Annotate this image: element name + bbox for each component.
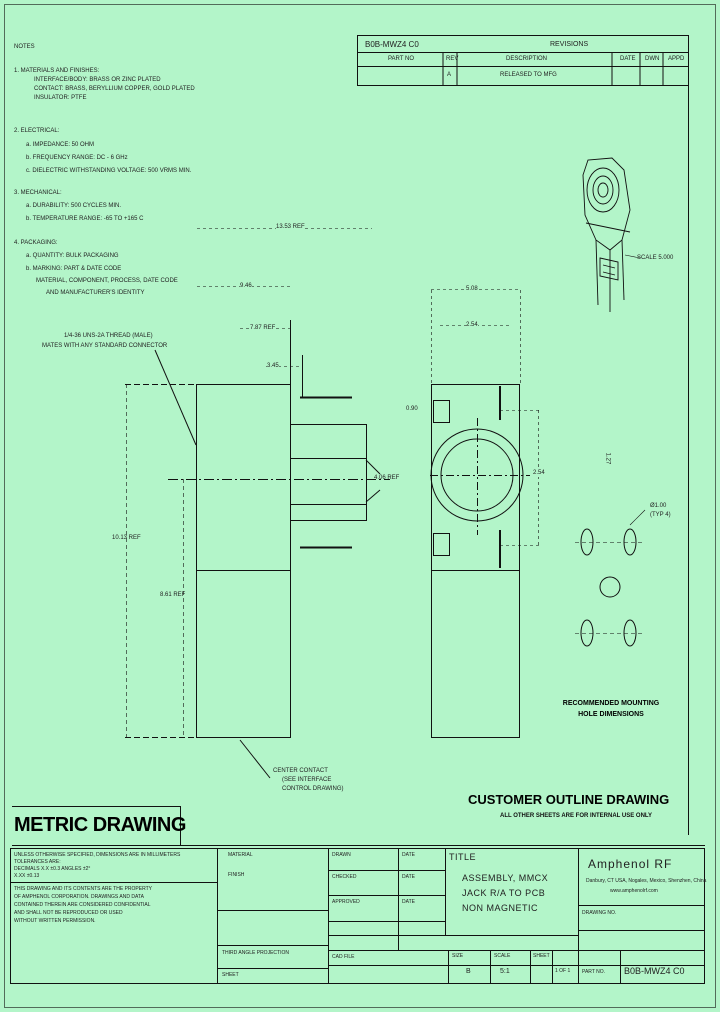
note-1-line: CONTACT: BRASS, BERYLLIUM COPPER, GOLD P… <box>34 86 195 92</box>
dim-hole-spacing: 1.27 <box>604 452 611 465</box>
part-no-value: B0B-MWZ4 C0 <box>624 966 685 976</box>
title-label: TITLE <box>449 852 477 862</box>
material-label: MATERIAL <box>228 852 253 858</box>
scale-label: SCALE <box>494 953 511 959</box>
tolerance-line: UNLESS OTHERWISE SPECIFIED, DIMENSIONS A… <box>14 852 181 858</box>
metric-drawing-label: METRIC DRAWING <box>14 814 186 836</box>
dim-front-inner: 2.54 <box>466 322 478 329</box>
revision-col-appd: APPD <box>668 56 685 62</box>
dim-body-height: 10.13 REF <box>112 535 141 541</box>
tolerance-line: TOLERANCES ARE: <box>14 859 61 865</box>
checked-label: CHECKED <box>332 874 357 880</box>
cad-file-label: CAD FILE <box>332 954 355 960</box>
note-4-heading: 4. PACKAGING: <box>14 240 58 246</box>
drawn-label: DRAWN <box>332 852 351 858</box>
revision-col-part: PART NO <box>388 56 415 62</box>
note-1-line: INTERFACE/BODY: BRASS OR ZINC PLATED <box>34 77 161 83</box>
note-4-line: AND MANUFACTURER'S IDENTITY <box>46 290 145 296</box>
title-line-2: JACK R/A TO PCB <box>462 888 546 898</box>
tolerance-line: X.XX ±0.13 <box>14 873 40 879</box>
thread-callout-2: MATES WITH ANY STANDARD CONNECTOR <box>42 343 168 349</box>
size-label: SIZE <box>452 953 464 959</box>
dim-center-height: 8.61 REF <box>160 592 186 598</box>
contact-callout-1: CENTER CONTACT <box>273 768 328 774</box>
part-no-label: PART NO. <box>582 969 606 975</box>
note-2-line: b. FREQUENCY RANGE: DC - 6 GHz <box>26 155 128 161</box>
dim-barrel-diameter: 4.06 REF <box>374 475 400 481</box>
recommended-line-2: HOLE DIMENSIONS <box>578 711 644 718</box>
recommended-line-1: RECOMMENDED MOUNTING <box>562 700 660 707</box>
revision-row-rev: A <box>447 72 452 78</box>
title-line-1: ASSEMBLY, MMCX <box>462 873 549 883</box>
customer-outline-title: CUSTOMER OUTLINE DRAWING <box>468 792 670 807</box>
proprietary-line: CONTAINED THEREIN ARE CONSIDERED CONFIDE… <box>14 902 151 908</box>
revision-col-date: DATE <box>620 56 636 62</box>
approved-label: APPROVED <box>332 899 360 905</box>
hole-quantity: (TYP 4) <box>650 512 671 518</box>
proprietary-line: OF AMPHENOL CORPORATION. DRAWINGS AND DA… <box>14 894 144 900</box>
drawing-no-label: DRAWING NO. <box>582 910 617 916</box>
note-4-line: MATERIAL, COMPONENT, PROCESS, DATE CODE <box>36 278 178 284</box>
customer-outline-subtitle: ALL OTHER SHEETS ARE FOR INTERNAL USE ON… <box>500 813 653 819</box>
contact-callout-2: (SEE INTERFACE <box>282 777 332 783</box>
note-3-line: a. DURABILITY: 500 CYCLES MIN. <box>26 203 122 209</box>
proprietary-line: AND SHALL NOT BE REPRODUCED OR USED <box>14 910 123 916</box>
note-3-heading: 3. MECHANICAL: <box>14 190 62 196</box>
company-url: www.amphenolrf.com <box>610 888 658 894</box>
revision-col-description: DESCRIPTION <box>506 56 548 62</box>
thread-callout-1: 1/4-36 UNS-2A THREAD (MALE) <box>64 333 153 339</box>
dim-front-width: 5.08 <box>466 286 478 293</box>
tolerance-line: DECIMALS X.X ±0.3 ANGLES ±2° <box>14 866 91 872</box>
note-2-heading: 2. ELECTRICAL: <box>14 128 60 134</box>
proprietary-line: WITHOUT WRITTEN PERMISSION. <box>14 918 96 924</box>
third-angle-label: THIRD ANGLE PROJECTION <box>222 950 289 956</box>
notes-title: NOTES <box>14 44 35 50</box>
note-1-heading: 1. MATERIALS AND FINISHES: <box>14 68 100 74</box>
note-4-line: b. MARKING: PART & DATE CODE <box>26 266 122 272</box>
date-label: DATE <box>402 852 415 858</box>
date-label: DATE <box>402 899 415 905</box>
revision-header: REVISIONS <box>550 41 589 48</box>
note-2-line: a. IMPEDANCE: 50 OHM <box>26 142 95 148</box>
dim-thread-offset: 7.87 REF <box>250 325 276 332</box>
dim-pin-spacing: 2.54 <box>533 470 545 477</box>
scale-value: 5:1 <box>500 968 510 975</box>
sheet-ref-label: SHEET <box>222 972 239 978</box>
company-address: Danbury, CT USA, Nogales, Mexico, Shenzh… <box>586 878 707 884</box>
note-2-line: c. DIELECTRIC WITHSTANDING VOLTAGE: 500 … <box>26 168 192 174</box>
dim-pin-height: 0.90 <box>406 406 418 412</box>
revision-part-number: B0B-MWZ4 C0 <box>365 40 419 49</box>
sheet-value: 1 OF 1 <box>555 968 571 974</box>
company-logo-text: Amphenol RF <box>588 857 673 871</box>
date-label: DATE <box>402 874 415 880</box>
revision-col-dwn: DWN <box>645 56 660 62</box>
hole-diameter: Ø1.00 <box>650 503 667 509</box>
size-value: B <box>466 968 471 975</box>
proprietary-line: THIS DRAWING AND ITS CONTENTS ARE THE PR… <box>14 886 152 892</box>
note-1-line: INSULATOR: PTFE <box>34 95 87 101</box>
dim-body-to-face: 9.46 <box>240 283 252 290</box>
dim-overall-length: 13.53 REF <box>276 224 305 231</box>
title-line-3: NON MAGNETIC <box>462 903 539 913</box>
iso-scale: SCALE 5.000 <box>637 255 674 261</box>
revision-row-description: RELEASED TO MFG <box>500 72 557 78</box>
note-3-line: b. TEMPERATURE RANGE: -65 TO +165 C <box>26 216 144 222</box>
recommended-mounting-label: RECOMMENDED MOUNTING HOLE DIMENSIONS <box>556 698 666 720</box>
note-4-line: a. QUANTITY: BULK PACKAGING <box>26 253 119 259</box>
revision-col-rev: REV <box>446 56 459 62</box>
contact-callout-3: CONTROL DRAWING) <box>282 786 344 792</box>
sheet-label: SHEET <box>533 953 550 959</box>
finish-label: FINISH <box>228 872 245 878</box>
dim-pin-offset: 3.45 <box>267 363 279 370</box>
